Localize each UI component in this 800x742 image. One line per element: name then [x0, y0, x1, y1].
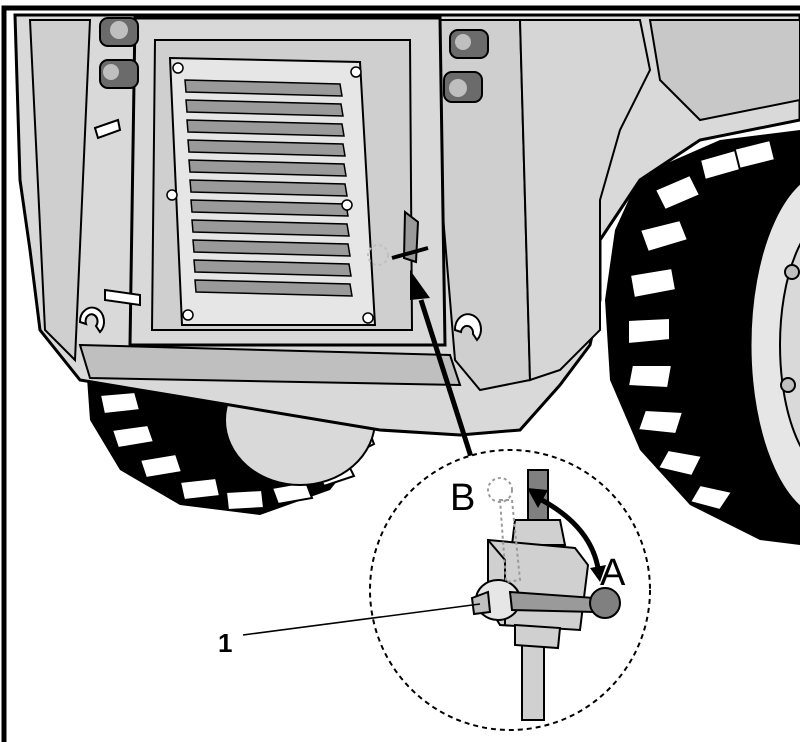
body-details	[78, 118, 482, 342]
curved-double-arrow-icon	[527, 488, 606, 582]
label-callout-1: 1	[218, 628, 232, 658]
straight-arrow-icon	[410, 270, 475, 461]
right-tire	[605, 130, 800, 545]
detail-inset	[369, 449, 651, 731]
label-position-a: A	[600, 552, 626, 594]
callout-leader-1	[242, 603, 481, 636]
label-position-b: B	[450, 477, 475, 519]
louver-grille	[184, 79, 353, 297]
round-lamp-icon	[99, 17, 489, 103]
drain-valve-icon	[589, 587, 621, 619]
door-bolts	[166, 62, 374, 324]
